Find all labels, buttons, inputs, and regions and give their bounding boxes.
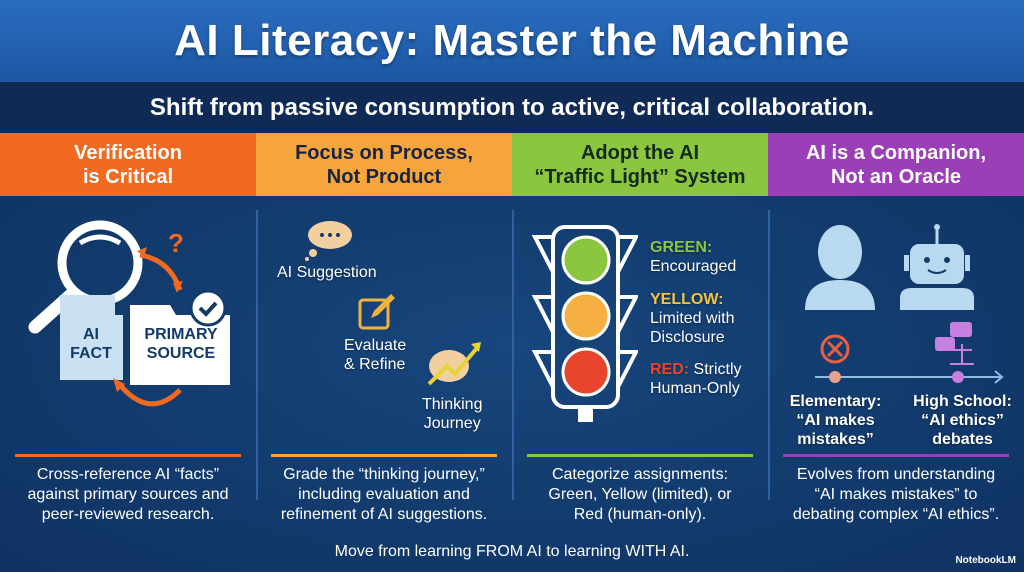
red-light — [561, 347, 611, 397]
title-band: AI Literacy: Master the Machine — [0, 0, 1024, 82]
yellow-light — [561, 291, 611, 341]
divider — [512, 210, 514, 500]
brain-growth-icon — [427, 342, 481, 386]
arrow-icon — [118, 383, 182, 407]
divider — [768, 210, 770, 500]
thought-bubble-icon — [305, 221, 352, 261]
companion-illustration — [805, 224, 1004, 384]
subtitle: Shift from passive consumption to active… — [149, 93, 875, 121]
green-legend: GREEN:Encouraged — [650, 239, 737, 275]
description-companion: Evolves from understanding “AI makes mis… — [792, 466, 1000, 523]
debate-ethics-icon — [935, 322, 974, 365]
evaluate-refine-label: Evaluate & Refine — [344, 337, 407, 373]
header-process: Focus on Process, Not Product — [256, 133, 512, 196]
underline — [783, 454, 1009, 457]
edit-icon — [358, 294, 395, 330]
header-verification: Verification is Critical — [0, 133, 256, 196]
header-companion: AI is a Companion, Not an Oracle — [768, 133, 1024, 196]
footer-text: Move from learning FROM AI to learning W… — [334, 543, 690, 560]
elementary-label: Elementary: “AI makes mistakes” — [789, 393, 882, 448]
primary-source-folder-icon — [130, 289, 230, 385]
ai-suggestion-label: AI Suggestion — [277, 264, 377, 281]
question-mark: ? — [168, 228, 184, 258]
yellow-legend: YELLOW:Limited with Disclosure — [650, 291, 735, 346]
thinking-journey-label: Thinking Journey — [422, 396, 483, 432]
person-icon — [805, 225, 875, 310]
red-legend: RED: Strictly Human-Only — [650, 361, 742, 397]
mistake-x-icon — [820, 334, 850, 364]
page-title: AI Literacy: Master the Machine — [174, 16, 850, 65]
robot-icon — [900, 224, 974, 310]
header-traffic-light: Adopt the AI “Traffic Light” System — [512, 133, 768, 196]
description-process: Grade the “thinking journey,” including … — [280, 466, 488, 523]
ai-fact-folder-icon — [60, 295, 123, 380]
description-verification: Cross-reference AI “facts” against prima… — [27, 466, 229, 523]
underline — [527, 454, 753, 457]
verification-illustration — [28, 220, 230, 407]
ai-fact-label: AI FACT — [70, 326, 112, 362]
underline — [271, 454, 497, 457]
underline — [15, 454, 241, 457]
traffic-light-icon — [531, 225, 638, 422]
green-light — [561, 235, 611, 285]
high-school-label: High School: “AI ethics” debates — [913, 393, 1012, 448]
description-traffic-light: Categorize assignments: Green, Yellow (l… — [548, 466, 732, 523]
divider — [256, 210, 258, 500]
subtitle-band: Shift from passive consumption to active… — [0, 82, 1024, 133]
primary-source-label: PRIMARY SOURCE — [144, 326, 218, 362]
brand-logo: NotebookLM — [955, 555, 1016, 566]
